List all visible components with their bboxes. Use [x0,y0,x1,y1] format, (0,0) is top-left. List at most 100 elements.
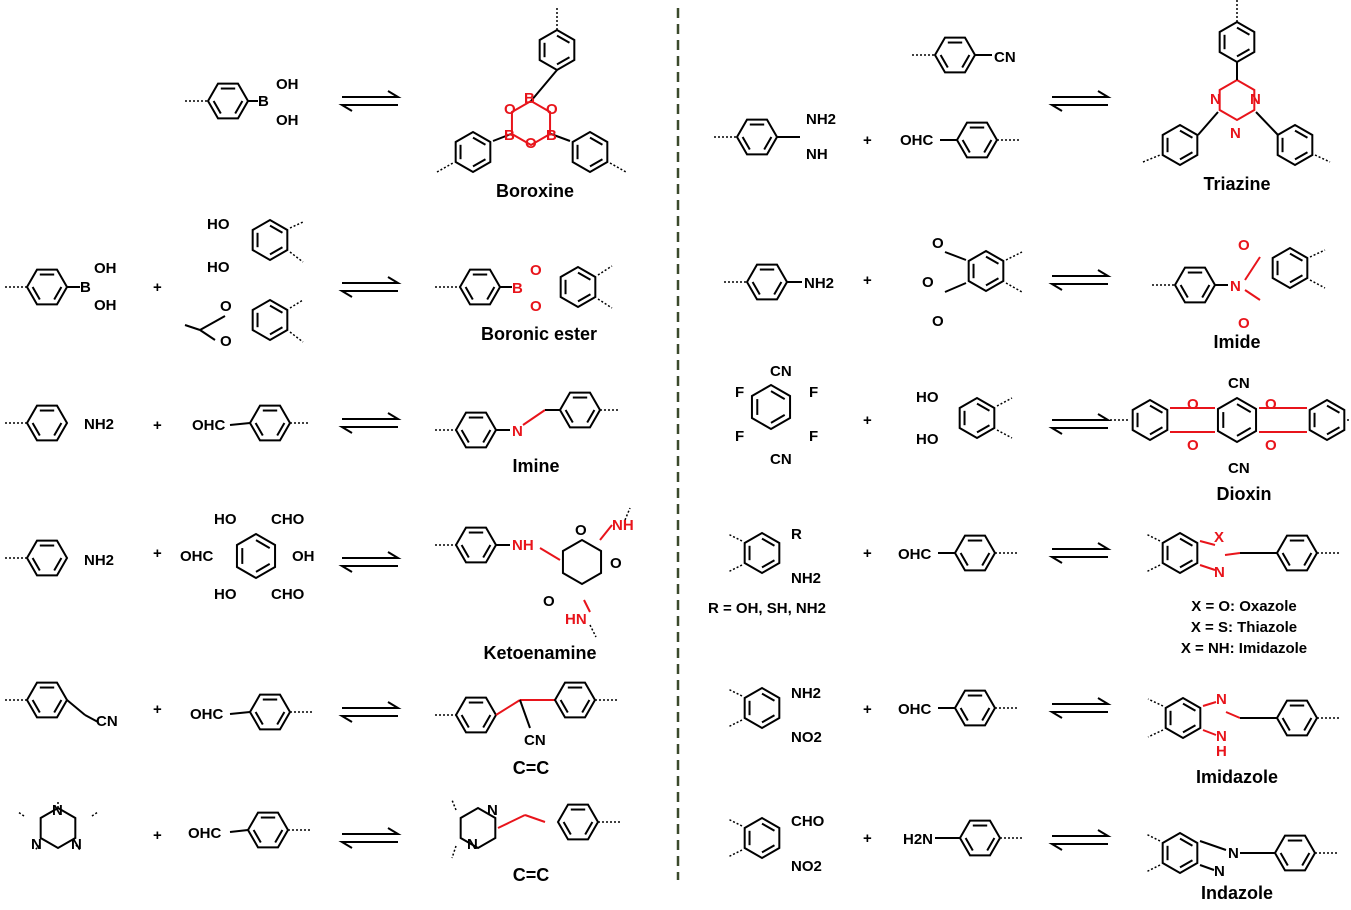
double-bond [472,136,486,146]
label: OHC [192,417,226,434]
double-bond [1149,404,1163,414]
bond [229,829,249,833]
double-bond [53,557,63,571]
label: OHC [188,825,222,842]
label: OHC [190,706,224,723]
label: O [575,522,587,539]
label: CN [994,49,1016,66]
double-bond [1179,284,1189,298]
label: N [487,802,498,819]
double-bond [761,714,775,724]
label: O [220,298,232,315]
label: CN [770,451,792,468]
label: NO2 [791,729,822,746]
label: N [512,423,523,440]
reverse-arrow [1048,556,1108,564]
label: CN [524,732,546,749]
double-bond [961,54,971,68]
forward-arrow [342,276,402,284]
extension-bond [75,844,81,851]
bond [1202,729,1217,736]
variant-thiazole: X = S: Thiazole [1191,619,1297,636]
benzene-ring [459,806,497,850]
label: F [809,428,818,445]
plus-sign: + [153,827,162,844]
double-bond [761,844,775,854]
double-bond [1303,552,1313,566]
double-bond [564,409,574,423]
bond [539,547,561,561]
bond [1255,111,1279,136]
label: OHC [180,548,214,565]
reverse-arrow [338,841,398,849]
bond-structures [5,0,1351,875]
label: NH2 [791,570,821,587]
label: O [1265,437,1277,454]
double-bond [770,414,786,424]
label: N [1250,91,1261,108]
plus-sign: + [863,830,872,847]
double-bond [773,281,783,295]
forward-arrow [1052,542,1112,550]
double-bond [254,711,264,725]
label: B [512,280,523,297]
extension-bond [1142,154,1161,163]
label: CHO [791,813,825,830]
double-bond [1179,537,1193,547]
double-bond [1179,129,1193,139]
forward-arrow [342,701,402,709]
double-bond [460,544,470,558]
variant-oxazole: X = O: Oxazole [1191,598,1296,615]
benzene-ring [235,532,277,580]
extension-bond [91,811,99,817]
label: B [524,90,535,107]
double-bond [985,277,999,287]
label: O [1238,315,1250,332]
bond [522,409,546,426]
label: CN [1228,460,1250,477]
extension-bond [597,265,613,276]
extension-bond [727,818,743,827]
bond [1224,552,1241,556]
reverse-arrow [1048,711,1108,719]
label: N [1216,691,1227,708]
benzene-ring [510,99,552,147]
plus-sign: + [153,279,162,296]
bond [524,814,546,823]
double-bond [1236,427,1252,437]
reverse-arrow [338,290,398,298]
double-bond [53,422,63,436]
bond [1197,111,1219,136]
label: OHC [900,132,934,149]
double-bond [1294,151,1308,161]
double-bond [1281,552,1291,566]
benzene-ring [1216,396,1258,444]
product-name-cc-2: C=C [513,865,550,885]
double-bond [981,707,991,721]
label: H [1216,743,1227,760]
double-bond [460,714,470,728]
bond [1199,564,1216,571]
label: CHO [271,511,305,528]
benzene-ring [743,816,781,860]
benzene-ring [251,218,289,262]
product-name-boronic-ester: Boronic ester [481,324,597,344]
bond [530,69,558,102]
double-bond [562,821,572,835]
extension-bond [436,162,454,173]
label: N [1214,564,1225,581]
bond [66,699,86,716]
benzene-ring [559,265,597,309]
double-bond [556,34,570,44]
label: O [1265,396,1277,413]
extension-bond [727,719,743,728]
double-bond [1179,559,1193,569]
benzene-ring [251,298,289,342]
bond [84,714,99,723]
benzene-ring [967,249,1005,293]
double-bond [985,255,999,265]
double-bond [1236,403,1252,413]
benzene-ring [743,686,781,730]
label: NO2 [791,858,822,875]
